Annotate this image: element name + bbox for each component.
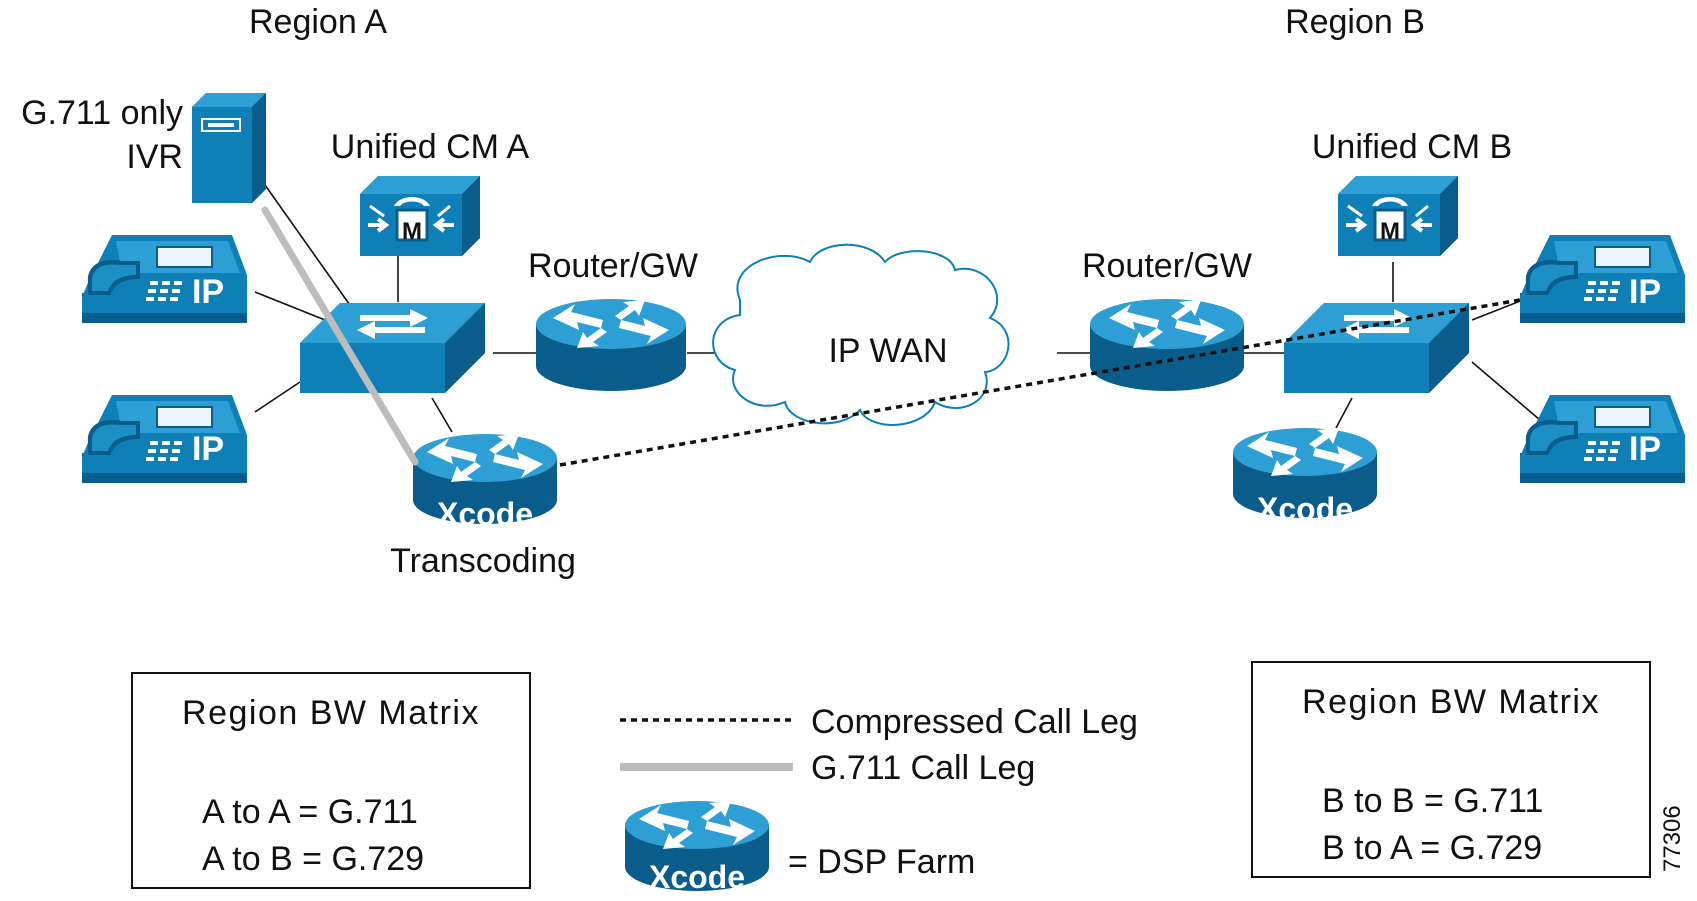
xcode-a[interactable]: Xcode	[413, 434, 557, 532]
ip-badge-b1: IP	[1629, 273, 1661, 311]
link-switch-b-phone4	[1471, 361, 1541, 421]
router-b-label: Router/GW	[1082, 247, 1252, 285]
ucm-a[interactable]: M	[358, 174, 482, 258]
ucm-a-label: Unified CM A	[331, 128, 530, 166]
figure-id: 77306	[1659, 805, 1686, 872]
legend-g711-label: G.711 Call Leg	[811, 749, 1035, 787]
region-b-label: Region B	[1285, 3, 1425, 41]
ivr-label-line1: G.711 only	[21, 94, 183, 132]
link-switch-b-xcode-b	[1335, 397, 1353, 429]
ip-badge-a1: IP	[192, 273, 224, 311]
legend-dsp-badge: Xcode	[649, 859, 745, 895]
phone-b1[interactable]: IP	[1519, 234, 1686, 324]
matrix-b-title: Region BW Matrix	[1302, 683, 1600, 721]
ivr-label-line2: IVR	[126, 138, 183, 176]
matrix-b-row2: B to A = G.729	[1322, 829, 1542, 867]
link-phone2-switch-a	[254, 381, 301, 413]
ivr-server[interactable]	[191, 92, 267, 204]
ip-wan-cloud[interactable]: IP WAN	[712, 243, 1010, 426]
xcode-b-badge: Xcode	[1257, 491, 1353, 527]
phone-a2[interactable]: IP	[81, 394, 248, 484]
router-b[interactable]	[1090, 299, 1244, 391]
region-a-bw-matrix: Region BW Matrix A to A = G.711 A to B =…	[131, 672, 531, 889]
xcode-b[interactable]: Xcode	[1233, 428, 1377, 527]
legend-dsp-icon: Xcode	[625, 801, 769, 895]
ip-badge-a2: IP	[192, 430, 224, 468]
router-a-label: Router/GW	[528, 247, 698, 285]
phone-a1[interactable]: IP	[81, 234, 248, 324]
link-phone1-switch-a	[254, 291, 331, 323]
matrix-b-row1: B to B = G.711	[1322, 782, 1543, 820]
matrix-a-title: Region BW Matrix	[182, 694, 480, 732]
phone-b2[interactable]: IP	[1519, 394, 1686, 484]
switch-b[interactable]	[1284, 303, 1469, 393]
ucm-b-label: Unified CM B	[1312, 128, 1512, 166]
link-switch-a-xcode-a	[431, 397, 453, 433]
router-a[interactable]	[536, 299, 686, 391]
matrix-a-row1: A to A = G.711	[202, 793, 418, 831]
ucm-b[interactable]: M	[1336, 174, 1460, 258]
ucm-a-badge: M	[402, 218, 422, 245]
region-b-bw-matrix: Region BW Matrix B to B = G.711 B to A =…	[1251, 661, 1651, 878]
legend-dsp-label: = DSP Farm	[788, 843, 975, 881]
link-ivr-switch-a	[264, 184, 353, 309]
compressed-call-leg	[559, 298, 1521, 467]
matrix-a-row2: A to B = G.729	[202, 840, 424, 878]
transcoding-label: Transcoding	[390, 542, 576, 580]
region-a-label: Region A	[249, 3, 387, 41]
legend-compressed-label: Compressed Call Leg	[811, 703, 1138, 741]
wan-label: IP WAN	[828, 332, 947, 370]
xcode-a-badge: Xcode	[437, 496, 533, 532]
ucm-b-badge: M	[1380, 218, 1400, 245]
g711-call-leg	[261, 206, 419, 466]
legend: Compressed Call Leg G.711 Call Leg Xcode…	[620, 703, 1138, 895]
connection-lines	[254, 184, 1541, 433]
ip-badge-b2: IP	[1629, 430, 1661, 468]
